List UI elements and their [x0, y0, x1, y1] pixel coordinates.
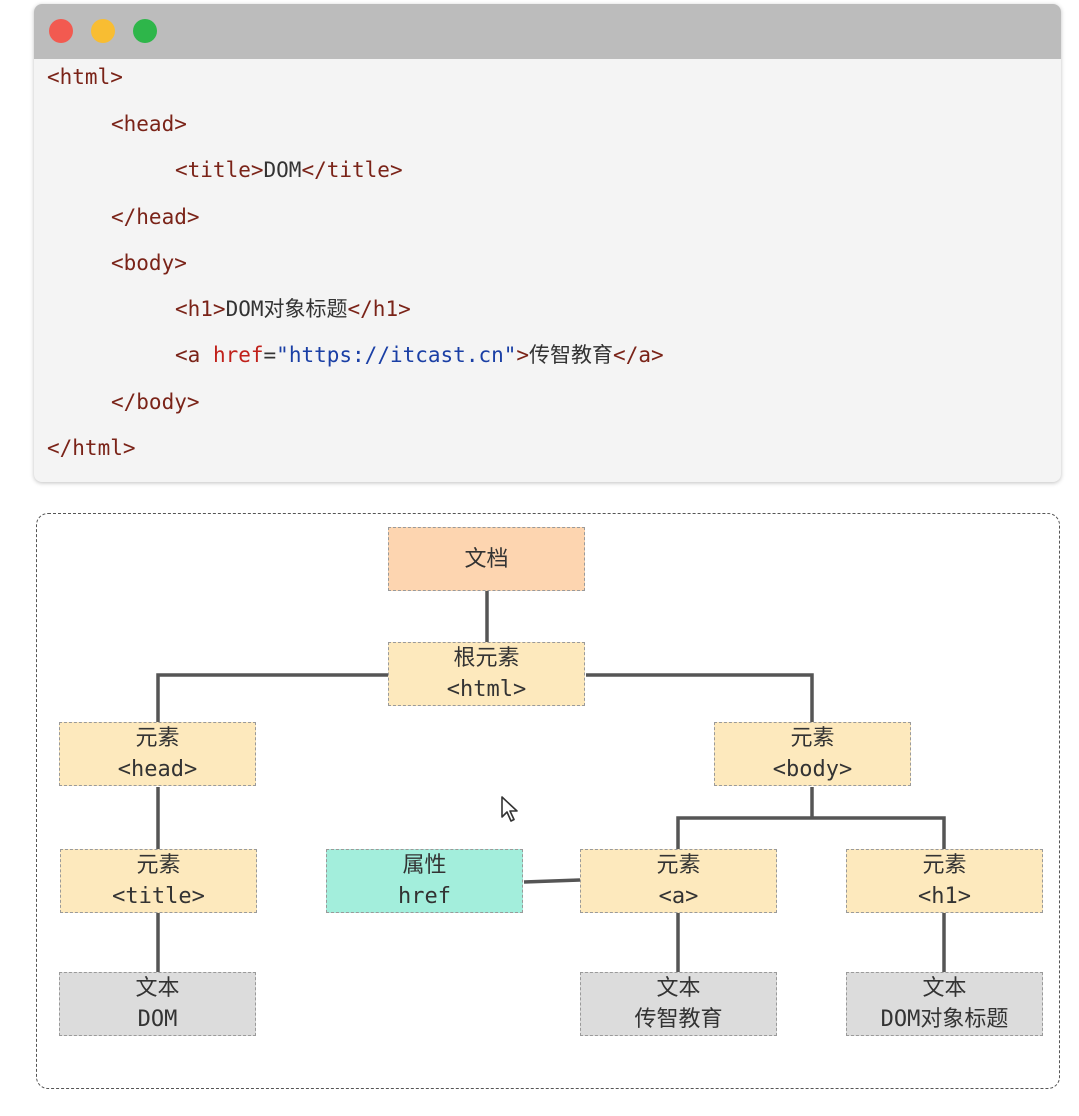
- dom-tree-frame: [36, 513, 1060, 1089]
- code-token-plain: =: [263, 343, 277, 367]
- node-h1-tag: <h1>: [918, 884, 971, 909]
- node-text-a: 文本 传智教育: [580, 972, 777, 1036]
- code-token-tag: <html>: [47, 65, 123, 89]
- node-root-tag: <html>: [446, 677, 527, 702]
- node-body-type: 元素: [790, 726, 835, 751]
- node-head: 元素 <head>: [59, 722, 256, 786]
- node-h1: 元素 <h1>: [846, 849, 1043, 913]
- code-line: <h1>DOM对象标题</h1>: [175, 294, 411, 324]
- code-token-tag: </head>: [111, 205, 200, 229]
- code-line: <title>DOM</title>: [175, 155, 403, 185]
- code-token-tag: </a>: [613, 343, 664, 367]
- node-title-type: 元素: [136, 853, 181, 878]
- node-text-a-type: 文本: [656, 976, 701, 1001]
- edge-attr-a: [523, 878, 581, 884]
- node-attr-type: 属性: [402, 853, 447, 878]
- node-a: 元素 <a>: [580, 849, 777, 913]
- node-body: 元素 <body>: [714, 722, 911, 786]
- node-attr-name: href: [398, 884, 451, 909]
- code-token-plain: DOM: [263, 158, 302, 182]
- node-root-html: 根元素 <html>: [388, 642, 585, 706]
- node-head-type: 元素: [135, 726, 180, 751]
- code-token-tag: </title>: [301, 158, 403, 182]
- node-text-dom-value: DOM: [137, 1007, 178, 1032]
- node-text-dom: 文本 DOM: [59, 972, 256, 1036]
- node-text-h1-value: DOM对象标题: [880, 1007, 1009, 1032]
- code-token-tag: <a: [175, 343, 213, 367]
- code-token-tag: </html>: [47, 436, 136, 460]
- maximize-window-button[interactable]: [133, 19, 157, 43]
- code-line: </body>: [111, 387, 200, 417]
- node-a-type: 元素: [656, 853, 701, 878]
- minimize-window-button[interactable]: [91, 19, 115, 43]
- code-token-plain: DOM对象标题: [225, 297, 348, 321]
- code-token-tag: >: [516, 343, 530, 367]
- window-titlebar: [34, 4, 1061, 59]
- code-window: <html> <head> <title>DOM</title> </head> <bo…: [34, 4, 1061, 482]
- code-line: </html>: [47, 433, 136, 463]
- node-text-h1-type: 文本: [922, 976, 967, 1001]
- code-token-tag: <head>: [111, 112, 187, 136]
- edge-root-body: [586, 673, 814, 722]
- code-token-tag: <body>: [111, 251, 187, 275]
- node-title-tag: <title>: [112, 884, 205, 909]
- code-token-plain: 传智教育: [529, 343, 614, 367]
- code-token-tag: </body>: [111, 390, 200, 414]
- node-a-tag: <a>: [658, 884, 699, 909]
- node-document: 文档: [388, 527, 585, 591]
- code-token-tag: </h1>: [347, 297, 411, 321]
- node-title: 元素 <title>: [60, 849, 257, 913]
- code-token-attr: href: [212, 343, 264, 367]
- node-text-h1: 文本 DOM对象标题: [846, 972, 1043, 1036]
- edge-root-head: [156, 673, 388, 722]
- code-line: <body>: [111, 248, 187, 278]
- code-line: <head>: [111, 109, 187, 139]
- code-line: <html>: [47, 62, 123, 92]
- node-root-type: 根元素: [453, 646, 520, 671]
- code-token-tag: <h1>: [175, 297, 226, 321]
- code-token-tag: <title>: [175, 158, 264, 182]
- mouse-cursor-icon: [501, 796, 518, 822]
- node-body-tag: <body>: [772, 757, 853, 782]
- node-head-tag: <head>: [117, 757, 198, 782]
- edge-body-children: [676, 816, 946, 849]
- code-line: </head>: [111, 202, 200, 232]
- node-text-dom-type: 文本: [135, 976, 180, 1001]
- close-window-button[interactable]: [49, 19, 73, 43]
- code-line: <a href="https://itcast.cn">传智教育</a>: [175, 340, 664, 370]
- node-document-label: 文档: [464, 546, 509, 572]
- node-text-a-value: 传智教育: [634, 1007, 723, 1032]
- node-attribute-href: 属性 href: [326, 849, 523, 913]
- code-token-str: "https://itcast.cn": [276, 343, 517, 367]
- node-h1-type: 元素: [922, 853, 967, 878]
